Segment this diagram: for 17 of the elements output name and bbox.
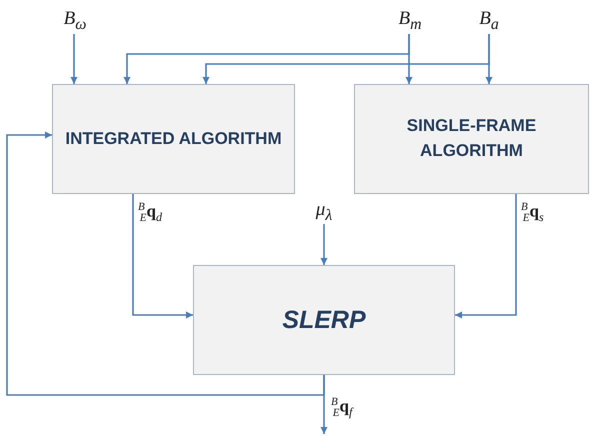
process-box	[193, 265, 455, 375]
arrow	[320, 224, 328, 265]
input-symbol: B$_{a}$	[479, 8, 499, 34]
arrow	[132, 194, 193, 318]
arrow	[406, 34, 412, 84]
arrow	[70, 34, 78, 84]
input-symbol: B$_{ω}$	[64, 8, 86, 34]
box-label: SINGLE-FRAME ALGORITHM	[406, 115, 538, 162]
arrow	[6, 132, 325, 396]
input-symbol: B$_{m}$	[398, 8, 422, 34]
process-box	[52, 84, 295, 194]
input-symbol: μ$_{λ}$	[316, 199, 332, 225]
box-label: INTEGRATED ALGORITHM	[65, 128, 282, 150]
box-label: SLERP	[282, 304, 366, 336]
arrow	[486, 34, 492, 84]
process-box	[354, 84, 589, 194]
arrow	[455, 194, 517, 318]
